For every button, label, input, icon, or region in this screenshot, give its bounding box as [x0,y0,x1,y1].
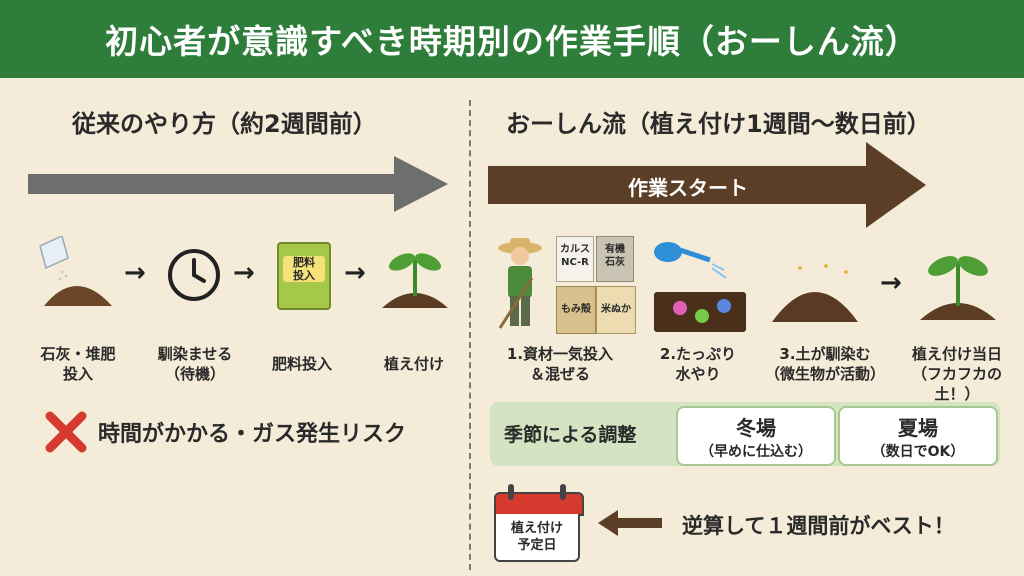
left-step-label-2: 馴染ませる （待機） [157,345,233,383]
work-start-arrow [488,142,926,228]
farmer-icon [498,238,542,329]
risk-note: 時間がかかる・ガス発生リスク [44,410,406,454]
fertilizer-bag-text: 肥料 投入 [283,256,325,282]
right-step-label-2: 2.たっぷり 水やり [659,345,737,383]
page-title: 初心者が意識すべき時期別の作業手順（おーしん流） [0,0,1024,78]
material-bag-lime: 有機 石灰 [596,236,634,282]
right-step-label-3: 3.土が馴染む （微生物が活動） [764,345,885,383]
left-step-label-4: 植え付け [383,355,444,373]
traditional-arrow [28,156,448,212]
material-bag-husk: もみ殻 [556,286,596,334]
left-step-label-3: 肥料投入 [271,355,332,373]
season-label: 季節による調整 [504,424,637,446]
best-timing-text: 逆算して１週間前がベスト！ [682,514,955,538]
soil-mound-icon [772,264,858,322]
left-arrow-2: → [233,258,255,288]
left-arrow-1: → [124,258,146,288]
calendar-text: 植え付け 予定日 [494,514,580,562]
summer-title: 夏場 [898,416,938,440]
back-arrow-icon [598,510,662,536]
watering-can-icon [654,242,746,332]
risk-text: 時間がかかる・ガス発生リスク [98,422,407,447]
calendar-icon: 植え付け 予定日 [494,484,584,564]
summer-note: （数日でOK） [871,444,965,460]
left-step-label-1: 石灰・堆肥 投入 [40,345,116,383]
traditional-title: 従来のやり方（約2週間前） [72,110,377,138]
lime-compost-icon [39,236,112,306]
right-step-label-1: 1.資材一気投入 ＆混ぜる [506,345,614,383]
material-bag-bran: 米ぬか [596,286,636,334]
winter-box: 冬場 （早めに仕込む） [676,406,836,466]
right-step-label-4: 植え付け当日 （フカフカの土！） [911,345,1002,403]
left-arrow-3: → [344,258,366,288]
oshin-title: おーしん流（植え付け1週間〜数日前） [506,110,931,138]
winter-title: 冬場 [736,416,776,440]
cross-icon [45,411,87,453]
section-divider [469,100,471,570]
clock-icon [168,249,220,301]
season-adjust-panel: 季節による調整 冬場 （早めに仕込む） 夏場 （数日でOK） [490,402,1000,466]
material-bag-calus: カルス NC-R [556,236,594,282]
work-start-label: 作業スタート [628,176,748,200]
sprout-icon [920,256,996,320]
winter-note: （早めに仕込む） [700,444,812,460]
farmer-materials-icon: カルス NC-R 有機 石灰 もみ殻 米ぬか [556,236,636,334]
fertilizer-bag-icon: 肥料 投入 [277,242,331,310]
summer-box: 夏場 （数日でOK） [838,406,998,466]
right-arrow: → [880,268,902,298]
sprout-icon [382,253,448,308]
